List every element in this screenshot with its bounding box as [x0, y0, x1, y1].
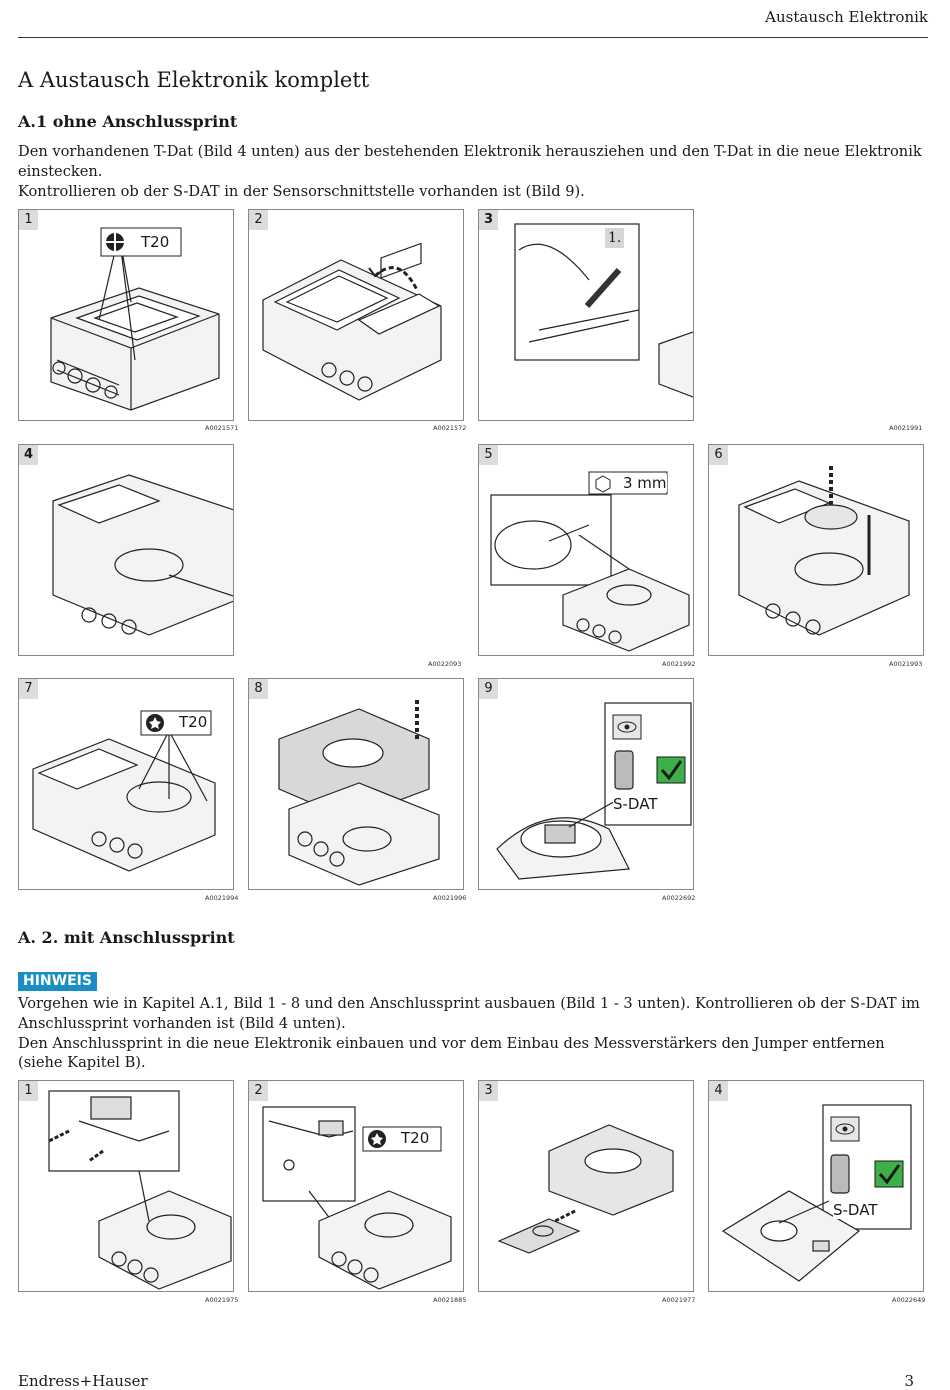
figure-number: 4	[709, 1081, 728, 1101]
sdat-label: S-DAT	[833, 1201, 878, 1219]
figure-code: A0022093	[428, 660, 462, 668]
figure-code: A0021977	[662, 1296, 696, 1304]
figure-a1-7: 7 T20	[18, 678, 234, 890]
section-a1-heading: A.1 ohne Anschlussprint	[18, 112, 238, 131]
figure-number: 6	[709, 445, 728, 465]
tool-label: T20	[401, 1129, 430, 1147]
figure-code: A0021994	[205, 894, 239, 902]
figure-number: 1	[19, 210, 38, 230]
figure-number: 9	[479, 679, 498, 699]
connection-board-removal-illustration	[48, 1090, 232, 1290]
module-lift-illustration	[738, 465, 910, 636]
section-a1-paragraph-1: Den vorhandenen T-Dat (Bild 4 unten) aus…	[18, 143, 922, 180]
figure-code: A0021991	[889, 424, 923, 432]
sdat-check-illustration	[496, 702, 692, 880]
figure-a2-1: 1	[18, 1080, 234, 1292]
figure-code: A0021975	[205, 1296, 239, 1304]
section-a2-text: Vorgehen wie in Kapitel A.1, Bild 1 - 8 …	[18, 994, 933, 1073]
figure-number: 7	[19, 679, 38, 699]
figure-a1-9: 9 S-DAT	[478, 678, 694, 890]
tool-label: T20	[179, 713, 208, 731]
open-housing-illustration	[262, 242, 442, 401]
screws-t20-illustration	[32, 710, 216, 872]
tool-label: 3 mm	[623, 474, 667, 492]
display-removal-illustration	[514, 223, 693, 398]
figure-a1-8: 8	[248, 678, 464, 890]
figure-a1-6: 6	[708, 444, 924, 656]
figure-code: A0021572	[433, 424, 467, 432]
sdat-on-board-illustration	[721, 1104, 912, 1282]
footer-brand: Endress+Hauser	[18, 1372, 148, 1390]
housing-illustration	[50, 227, 220, 411]
board-extract-illustration	[497, 1124, 674, 1254]
tool-label: T20	[141, 233, 170, 251]
figure-number: 2	[249, 1081, 268, 1101]
figure-a2-4: 4 S-DAT	[708, 1080, 924, 1292]
section-a2-paragraph-2: Den Anschlussprint in die neue Elektroni…	[18, 1034, 885, 1072]
section-a2-heading: A. 2. mit Anschlussprint	[18, 928, 235, 947]
figure-a1-4: 4 2. 1.	[18, 444, 234, 656]
figure-code: A0021992	[662, 660, 696, 668]
section-a2-paragraph-1: Vorgehen wie in Kapitel A.1, Bild 1 - 8 …	[18, 995, 920, 1032]
amplifier-lift-illustration	[278, 699, 440, 886]
figure-code: A0021571	[205, 424, 239, 432]
figure-code: A0022649	[892, 1296, 926, 1304]
figure-number: 2	[249, 210, 268, 230]
figure-a1-1: 1 T20	[18, 209, 234, 421]
figure-code: A0021996	[433, 894, 467, 902]
page-number: 3	[904, 1372, 914, 1390]
figure-number: 5	[479, 445, 498, 465]
figure-number: 8	[249, 679, 268, 699]
figure-number: 3	[479, 1081, 498, 1101]
figure-a1-5: 5 3 mm	[478, 444, 694, 656]
figure-number: 4	[19, 445, 38, 465]
figure-code: A0022692	[662, 894, 696, 902]
section-a1-paragraph-2: Kontrollieren ob der S-DAT in der Sensor…	[18, 182, 585, 200]
running-header: Austausch Elektronik	[765, 8, 928, 26]
figure-number: 3	[479, 210, 498, 230]
page-title: A Austausch Elektronik komplett	[18, 68, 370, 92]
figure-a2-2: 2 T20	[248, 1080, 464, 1292]
figure-a1-3: 3 1. 2. 3.	[478, 209, 694, 421]
step-label: 1.	[605, 228, 625, 248]
board-screw-illustration	[262, 1106, 452, 1290]
figure-a2-3: 3	[478, 1080, 694, 1292]
tdat-removal-illustration	[52, 474, 233, 636]
figure-a1-2: 2	[248, 209, 464, 421]
figure-code: A0021993	[889, 660, 923, 668]
sdat-label: S-DAT	[613, 795, 658, 813]
figure-number: 1	[19, 1081, 38, 1101]
figure-code: A0021885	[433, 1296, 467, 1304]
notice-badge: HINWEIS	[18, 972, 97, 991]
header-rule	[18, 37, 928, 38]
section-a1-text: Den vorhandenen T-Dat (Bild 4 unten) aus…	[18, 142, 933, 201]
